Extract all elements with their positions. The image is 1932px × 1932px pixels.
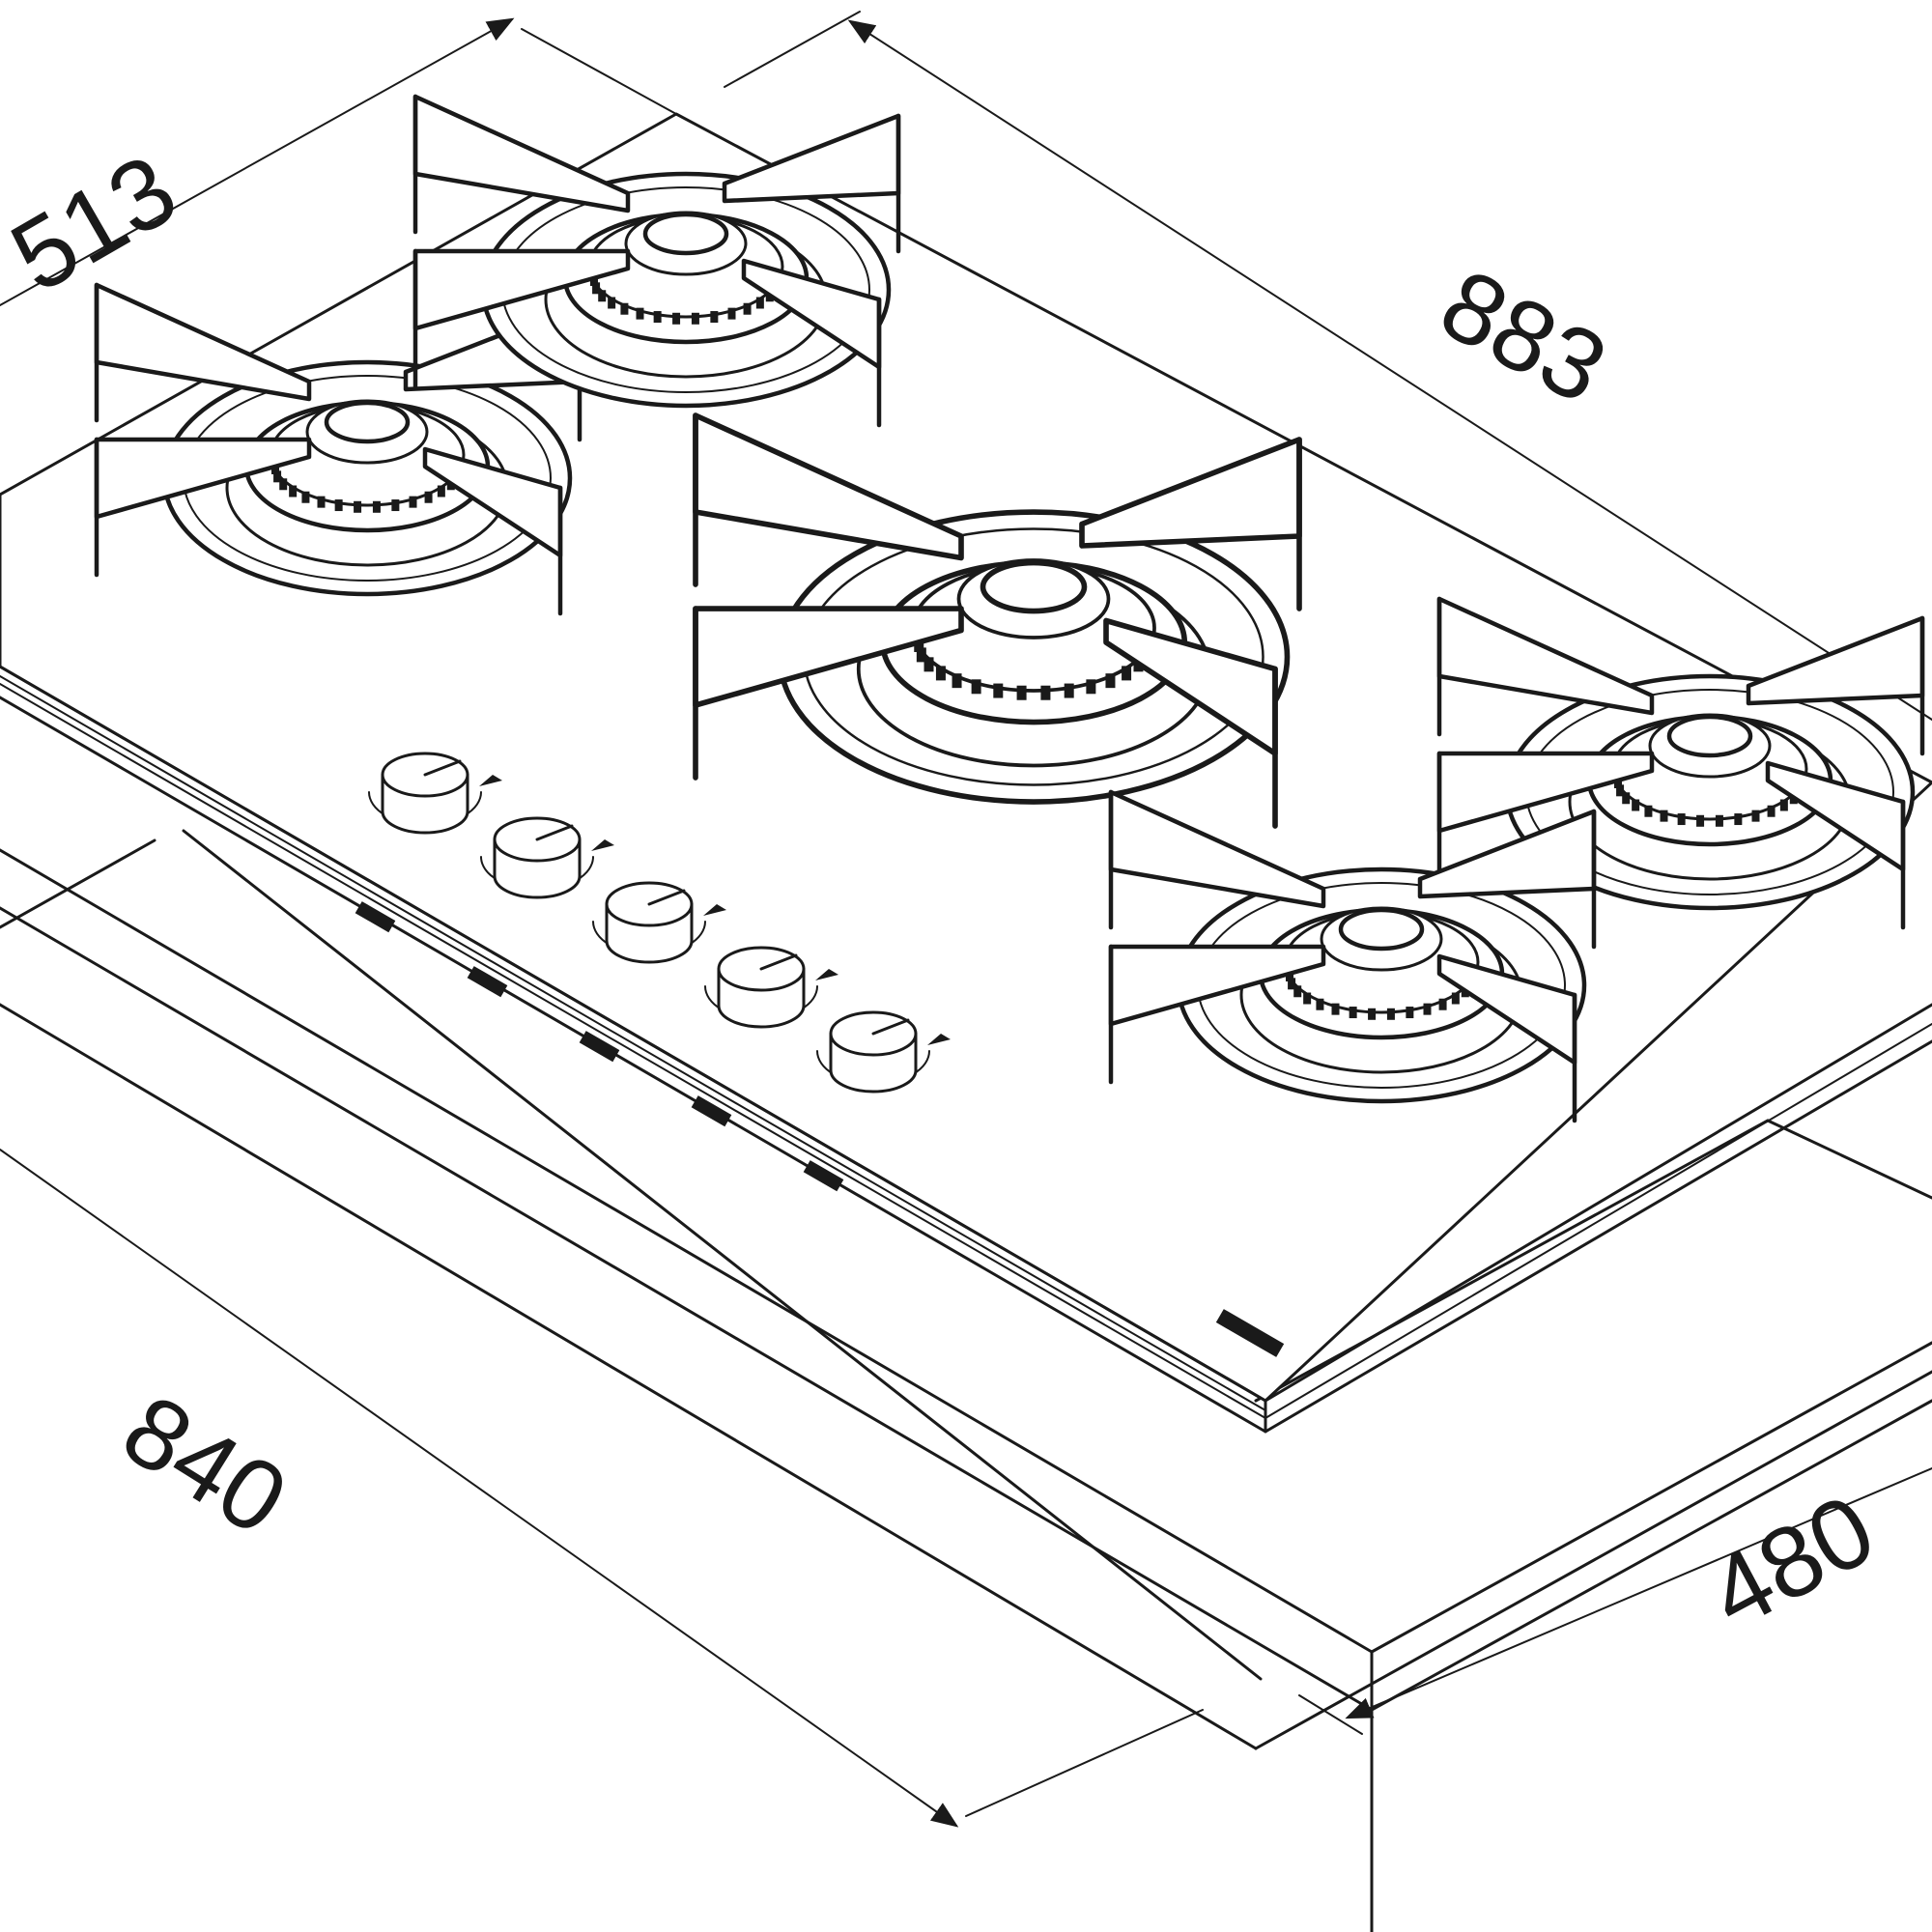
burners (94, 94, 1925, 1123)
control-knobs (368, 752, 951, 1094)
knob-direction-arrow-icon (927, 1034, 951, 1045)
edge-slot (691, 1095, 732, 1127)
knob-direction-arrow-icon (479, 775, 502, 786)
front-edge-slots (355, 901, 844, 1192)
burner-rear-inner (412, 94, 901, 428)
dimension-883 (724, 11, 1932, 721)
pan-support (693, 412, 1302, 829)
pan-support (412, 94, 901, 428)
control-knob[interactable] (480, 816, 614, 899)
knob-direction-arrow-icon (703, 904, 726, 916)
dimension-840 (0, 1149, 1204, 1828)
cutout-outline (0, 829, 1932, 1932)
burner-front-right-rear (1436, 596, 1925, 930)
pan-support (1108, 789, 1597, 1123)
edge-slot (803, 1160, 844, 1192)
dimension-480 (1298, 1467, 1932, 1735)
burner-flame-ports (590, 274, 781, 325)
dimension-840-label: 840 (104, 1374, 306, 1557)
control-knob[interactable] (816, 1010, 951, 1094)
control-knob[interactable] (592, 881, 726, 964)
dimension-480-label: 480 (1691, 1473, 1892, 1651)
knob-direction-arrow-icon (591, 839, 614, 851)
burner-center-wok (693, 412, 1302, 829)
logo-badge (1215, 1309, 1285, 1357)
edge-slot (579, 1031, 620, 1063)
control-knob[interactable] (368, 752, 502, 835)
edge-slot (355, 901, 396, 933)
burner-rear-left (94, 282, 582, 616)
control-knob[interactable] (704, 946, 838, 1029)
edge-slot (467, 966, 508, 998)
dimension-513 (0, 17, 677, 306)
dimension-883-label: 883 (1423, 248, 1624, 426)
burner-front-right (1108, 789, 1597, 1123)
pan-support (1436, 596, 1925, 930)
knob-direction-arrow-icon (815, 969, 838, 980)
